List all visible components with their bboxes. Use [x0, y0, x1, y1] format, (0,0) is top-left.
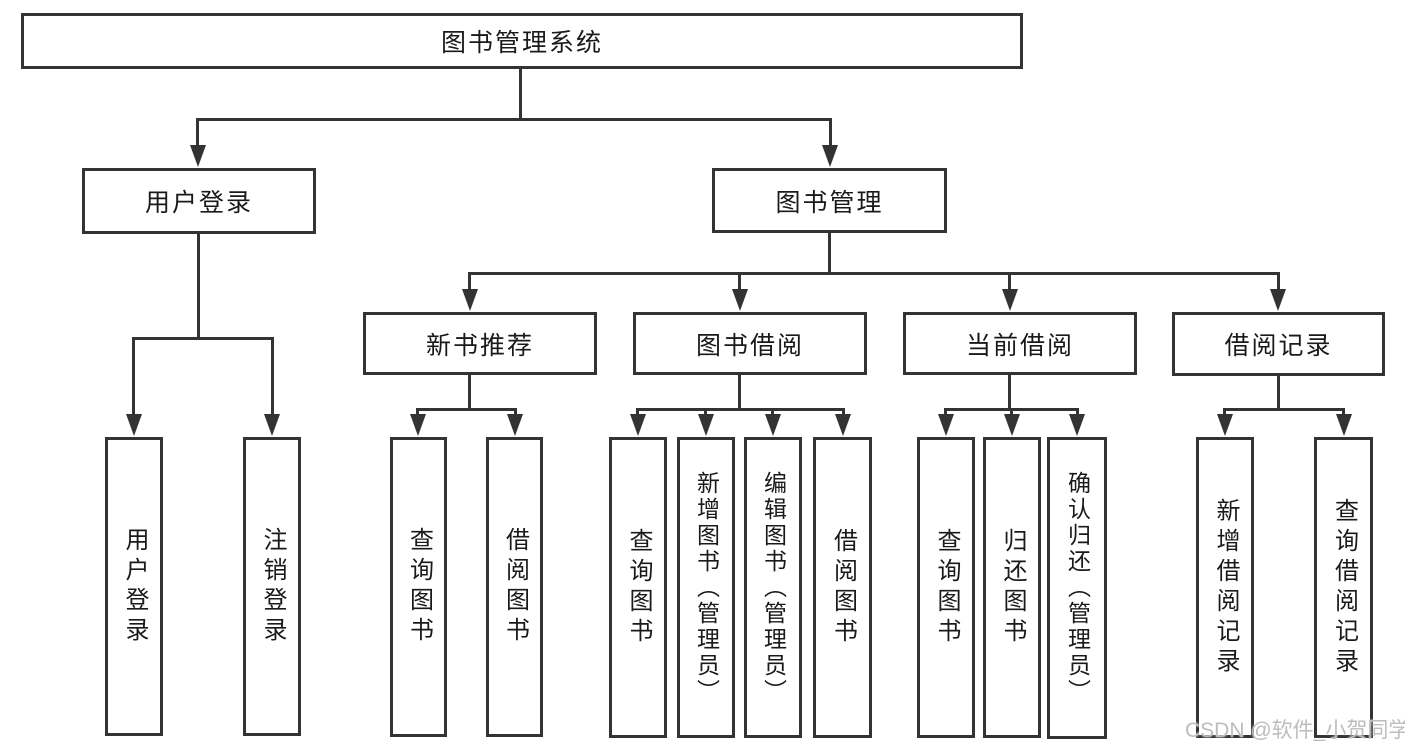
arrowhead-down-icon: [938, 414, 954, 436]
leaf-newrec-query-book: 查询图书: [390, 437, 447, 737]
node-borrowing-records: 借阅记录: [1172, 312, 1385, 376]
leaf-borrow-query-book-label: 查询图书: [625, 527, 652, 648]
leaf-logout: 注销登录: [243, 437, 301, 736]
connector-line: [196, 118, 199, 147]
connector-line: [842, 408, 845, 418]
arrowhead-down-icon: [765, 414, 781, 436]
arrowhead-down-icon: [630, 414, 646, 436]
connector-line: [416, 408, 517, 411]
node-user-login: 用户登录: [82, 168, 316, 234]
node-book-management: 图书管理: [712, 168, 947, 233]
node-user-login-label: 用户登录: [144, 189, 253, 217]
leaf-records-add-record: 新增借阅记录: [1196, 437, 1254, 738]
leaf-records-query-record-label: 查询借阅记录: [1330, 497, 1358, 678]
connector-line: [132, 337, 274, 340]
node-new-book-recommend-label: 新书推荐: [425, 331, 534, 360]
node-new-book-recommend: 新书推荐: [363, 312, 597, 375]
node-current-borrowing: 当前借阅: [903, 312, 1137, 375]
arrowhead-down-icon: [507, 414, 523, 436]
leaf-current-query-book-label: 查询图书: [933, 527, 960, 648]
connector-line: [519, 69, 522, 120]
connector-line: [636, 408, 639, 418]
connector-line: [1008, 375, 1011, 411]
connector-line: [1008, 272, 1011, 291]
leaf-current-return-book: 归还图书: [983, 437, 1041, 738]
connector-line: [1342, 408, 1345, 418]
connector-line: [416, 408, 419, 418]
leaf-borrow-borrow-book: 借阅图书: [813, 437, 872, 738]
connector-line: [829, 118, 832, 147]
arrowhead-down-icon: [1002, 289, 1018, 311]
arrowhead-down-icon: [410, 414, 426, 436]
node-book-management-label: 图书管理: [775, 188, 884, 217]
leaf-borrow-edit-book: 编辑图书（管理员）: [744, 437, 802, 738]
connector-line: [636, 408, 845, 411]
connector-line: [1076, 408, 1079, 418]
node-borrowing-records-label: 借阅记录: [1224, 332, 1333, 360]
arrowhead-down-icon: [732, 289, 748, 311]
arrowhead-down-icon: [1217, 414, 1233, 436]
node-root: 图书管理系统: [21, 13, 1023, 69]
leaf-logout-label: 注销登录: [259, 526, 286, 647]
connector-line: [828, 233, 831, 275]
leaf-newrec-query-book-label: 查询图书: [405, 527, 433, 647]
node-root-label: 图书管理系统: [440, 29, 603, 57]
leaf-user-login: 用户登录: [105, 437, 163, 736]
node-current-borrowing-label: 当前借阅: [965, 331, 1074, 360]
connector-line: [944, 408, 947, 418]
connector-line: [704, 408, 707, 418]
arrowhead-down-icon: [1004, 414, 1020, 436]
connector-line: [197, 234, 200, 340]
arrowhead-down-icon: [264, 414, 280, 436]
connector-line: [468, 375, 471, 411]
connector-line: [196, 118, 832, 121]
node-book-borrowing-label: 图书借阅: [695, 331, 804, 360]
connector-line: [1277, 376, 1280, 411]
leaf-current-confirm-return-label: 确认归还（管理员）: [1064, 471, 1091, 705]
connector-line: [468, 272, 1280, 275]
arrowhead-down-icon: [190, 145, 206, 167]
leaf-newrec-borrow-book: 借阅图书: [486, 437, 543, 737]
connector-line: [132, 337, 135, 418]
watermark: CSDN @软件_小贺同学: [1185, 719, 1405, 742]
connector-line: [468, 272, 471, 291]
leaf-borrow-borrow-book-label: 借阅图书: [829, 527, 857, 648]
leaf-borrow-add-book: 新增图书（管理员）: [677, 437, 735, 738]
connector-line: [738, 272, 741, 291]
arrowhead-down-icon: [1336, 414, 1352, 436]
leaf-user-login-label: 用户登录: [121, 526, 148, 647]
leaf-borrow-edit-book-label: 编辑图书（管理员）: [760, 470, 787, 705]
connector-line: [1010, 408, 1013, 418]
connector-line: [1223, 408, 1226, 418]
arrowhead-down-icon: [1069, 414, 1085, 436]
leaf-records-query-record: 查询借阅记录: [1314, 437, 1373, 738]
arrowhead-down-icon: [462, 289, 478, 311]
leaf-borrow-query-book: 查询图书: [609, 437, 667, 738]
leaf-records-add-record-label: 新增借阅记录: [1212, 497, 1239, 678]
connector-line: [271, 337, 274, 418]
leaf-current-confirm-return: 确认归还（管理员）: [1047, 437, 1107, 739]
leaf-current-return-book-label: 归还图书: [999, 527, 1026, 648]
connector-line: [514, 408, 517, 418]
connector-line: [1223, 408, 1345, 411]
leaf-borrow-add-book-label: 新增图书（管理员）: [693, 470, 720, 705]
leaf-current-query-book: 查询图书: [917, 437, 975, 738]
connector-line: [1277, 272, 1280, 291]
connector-line: [771, 408, 774, 418]
arrowhead-down-icon: [126, 414, 142, 436]
node-book-borrowing: 图书借阅: [633, 312, 867, 375]
arrowhead-down-icon: [835, 414, 851, 436]
connector-line: [738, 375, 741, 411]
leaf-newrec-borrow-book-label: 借阅图书: [501, 527, 529, 647]
arrowhead-down-icon: [698, 414, 714, 436]
arrowhead-down-icon: [822, 145, 838, 167]
arrowhead-down-icon: [1270, 289, 1286, 311]
